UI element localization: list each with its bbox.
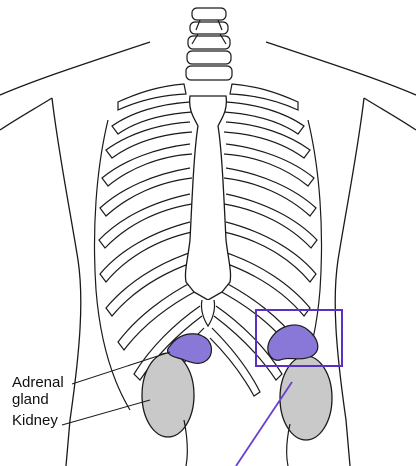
- left-kidney: [142, 353, 194, 437]
- spine: [186, 8, 232, 80]
- adrenal-label-line1: Adrenal: [12, 374, 64, 391]
- adrenal-label-line2: gland: [12, 391, 64, 408]
- sternum: [185, 96, 230, 300]
- kidney-label: Kidney: [12, 412, 58, 429]
- adrenal-gland-label: Adrenal gland: [12, 374, 64, 408]
- pointer-line: [236, 382, 292, 466]
- right-kidney: [280, 356, 332, 440]
- xiphoid: [201, 300, 214, 326]
